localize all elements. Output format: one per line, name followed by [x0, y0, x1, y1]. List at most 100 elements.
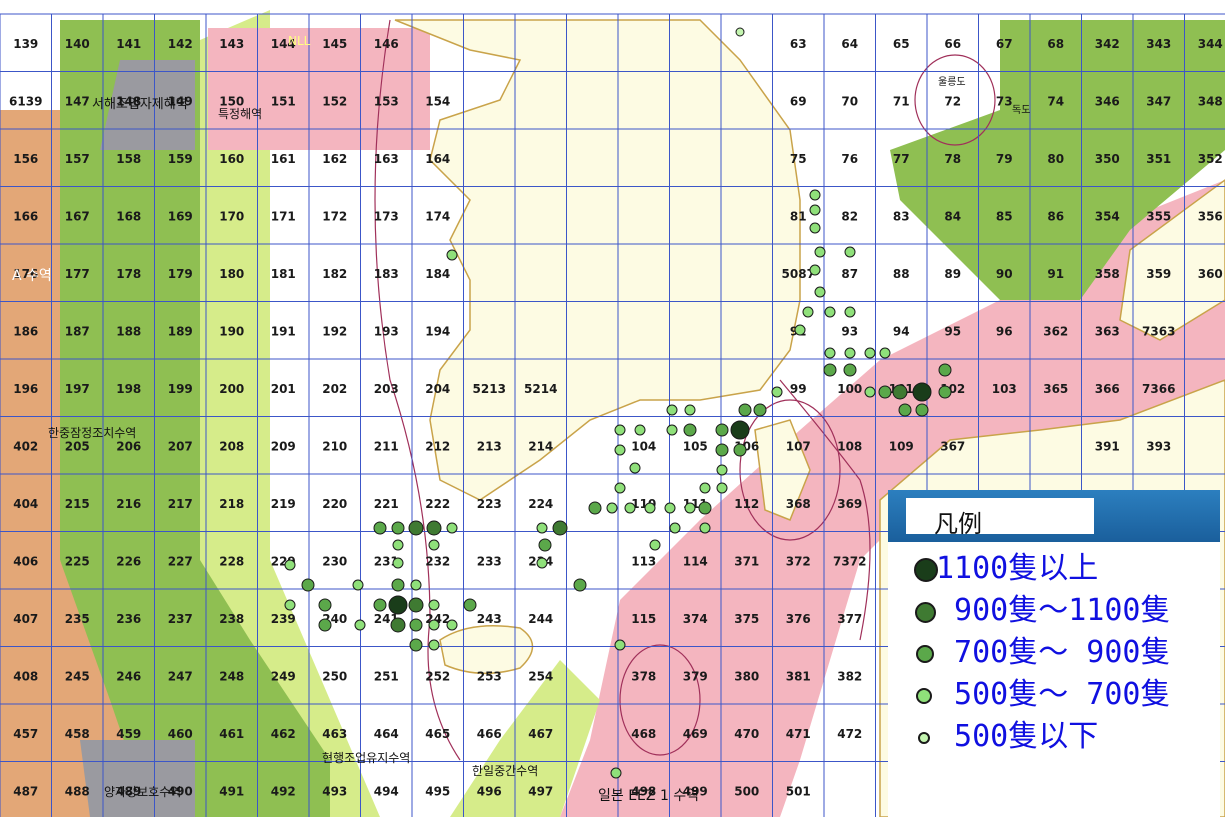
vessel-marker — [664, 502, 676, 514]
grid-cell-label: 489 — [116, 784, 141, 798]
grid-cell-label: 153 — [374, 94, 399, 108]
grid-cell-label: 488 — [65, 784, 90, 798]
grid-cell-label: 203 — [374, 382, 399, 396]
jeju-island — [439, 624, 534, 675]
korea-eez-line — [374, 19, 461, 761]
zone-korea-japan-middle — [450, 660, 600, 817]
grid-cell-label: 159 — [168, 152, 193, 166]
grid-cell-label: 378 — [631, 669, 656, 683]
grid-cell-label: 73 — [996, 94, 1013, 108]
region-label-a-zone: A 수역 — [12, 268, 52, 284]
vessel-marker — [446, 619, 458, 631]
grid-cell-label: 233 — [477, 554, 502, 568]
grid-cell-label: 492 — [271, 784, 296, 798]
legend-dot-lightest-icon — [918, 732, 930, 744]
grid-cell-label: 103 — [992, 382, 1017, 396]
zone-orange — [0, 110, 150, 817]
region-label-dokdo: 독도 — [1012, 104, 1030, 116]
grid-cell-label: 84 — [944, 209, 961, 223]
legend-dot-mid-dark-icon — [915, 602, 936, 623]
grid-cell-label: 114 — [683, 554, 708, 568]
grid-cell-label: 85 — [996, 209, 1013, 223]
grid-cell-label: 377 — [837, 612, 862, 626]
vessel-marker — [354, 619, 366, 631]
grid-cell-label: 372 — [786, 554, 811, 568]
grid-cell-label: 191 — [271, 324, 296, 338]
grid-cell-label: 498 — [631, 784, 656, 798]
grid-cell-label: 78 — [944, 152, 961, 166]
grid-cell-label: 89 — [944, 267, 961, 281]
fishing-zones — [0, 10, 1225, 817]
vessel-marker — [410, 579, 422, 591]
grid-cell-label: 143 — [219, 37, 244, 51]
korean-peninsula — [394, 19, 801, 501]
vessel-marker — [809, 264, 821, 276]
grid-cell-label: 230 — [322, 554, 347, 568]
grid-cell-label: 252 — [425, 669, 450, 683]
grid-cell-label: 202 — [322, 382, 347, 396]
vessel-marker — [284, 599, 296, 611]
grid-cell-label: 5214 — [524, 382, 557, 396]
grid-cell-label: 376 — [786, 612, 811, 626]
grid-cell-label: 201 — [271, 382, 296, 396]
grid-cell-label: 380 — [734, 669, 759, 683]
grid-cell-label: 200 — [219, 382, 244, 396]
grid-cell-label: 80 — [1047, 152, 1064, 166]
grid-cell-label: 348 — [1198, 94, 1223, 108]
grid-cell-label: 244 — [528, 612, 553, 626]
vessel-marker — [649, 539, 661, 551]
grid-cell-label: 350 — [1095, 152, 1120, 166]
grid-cell-label: 245 — [65, 669, 90, 683]
grid-cell-label: 344 — [1198, 37, 1223, 51]
grid-cell-label: 152 — [322, 94, 347, 108]
vessel-marker — [938, 363, 952, 377]
grid-cell-label: 391 — [1095, 439, 1120, 453]
legend-dot-light-icon — [916, 688, 932, 704]
grid-cell-label: 382 — [837, 669, 862, 683]
grid-cell-label: 362 — [1043, 324, 1068, 338]
grid-cell-label: 156 — [13, 152, 38, 166]
vessel-marker — [844, 246, 856, 258]
vessel-marker — [823, 363, 837, 377]
grid-cell-label: 198 — [116, 382, 141, 396]
vessel-marker — [753, 403, 767, 417]
grid-cell-label: 77 — [893, 152, 910, 166]
grid-cell-label: 193 — [374, 324, 399, 338]
grid-cell-label: 112 — [734, 497, 759, 511]
grid-cell-label: 495 — [425, 784, 450, 798]
grid-cell-label: 88 — [893, 267, 910, 281]
vessel-marker — [733, 443, 747, 457]
grid-cell-label: 7366 — [1142, 382, 1175, 396]
grid-cell-label: 346 — [1095, 94, 1120, 108]
grid-cell-label: 104 — [631, 439, 656, 453]
vessel-marker — [392, 539, 404, 551]
grid-cell-label: 375 — [734, 612, 759, 626]
region-label-japan-eez: 일본 EEZ 1 수역 — [598, 788, 699, 804]
zone-pink-north — [208, 28, 430, 150]
ulleungdo-boundary — [914, 54, 996, 146]
grid-cell-label: 458 — [65, 727, 90, 741]
grid-cell-label: 93 — [841, 324, 858, 338]
vessel-marker — [794, 324, 806, 336]
grid-cell-label: 239 — [271, 612, 296, 626]
grid-cell-label: 207 — [168, 439, 193, 453]
grid-cell-label: 232 — [425, 554, 450, 568]
grid-cell-label: 100 — [837, 382, 862, 396]
grid-cell-label: 463 — [322, 727, 347, 741]
legend-title: 凡例 — [934, 510, 982, 538]
grid-cell-label: 461 — [219, 727, 244, 741]
grid-cell-label: 408 — [13, 669, 38, 683]
grid-cell-label: 181 — [271, 267, 296, 281]
vessel-marker — [409, 638, 423, 652]
legend-label: 500隻以下 — [936, 719, 1099, 754]
vessel-marker — [614, 444, 626, 456]
grid-cell-label: 199 — [168, 382, 193, 396]
grid-cell-label: 164 — [425, 152, 450, 166]
grid-cell-label: 471 — [786, 727, 811, 741]
vessel-marker — [391, 578, 405, 592]
grid-cell-label: 227 — [168, 554, 193, 568]
grid-cell-label: 192 — [322, 324, 347, 338]
grid-cell-label: 404 — [13, 497, 38, 511]
grid-cell-label: 363 — [1095, 324, 1120, 338]
vessel-marker — [538, 538, 552, 552]
